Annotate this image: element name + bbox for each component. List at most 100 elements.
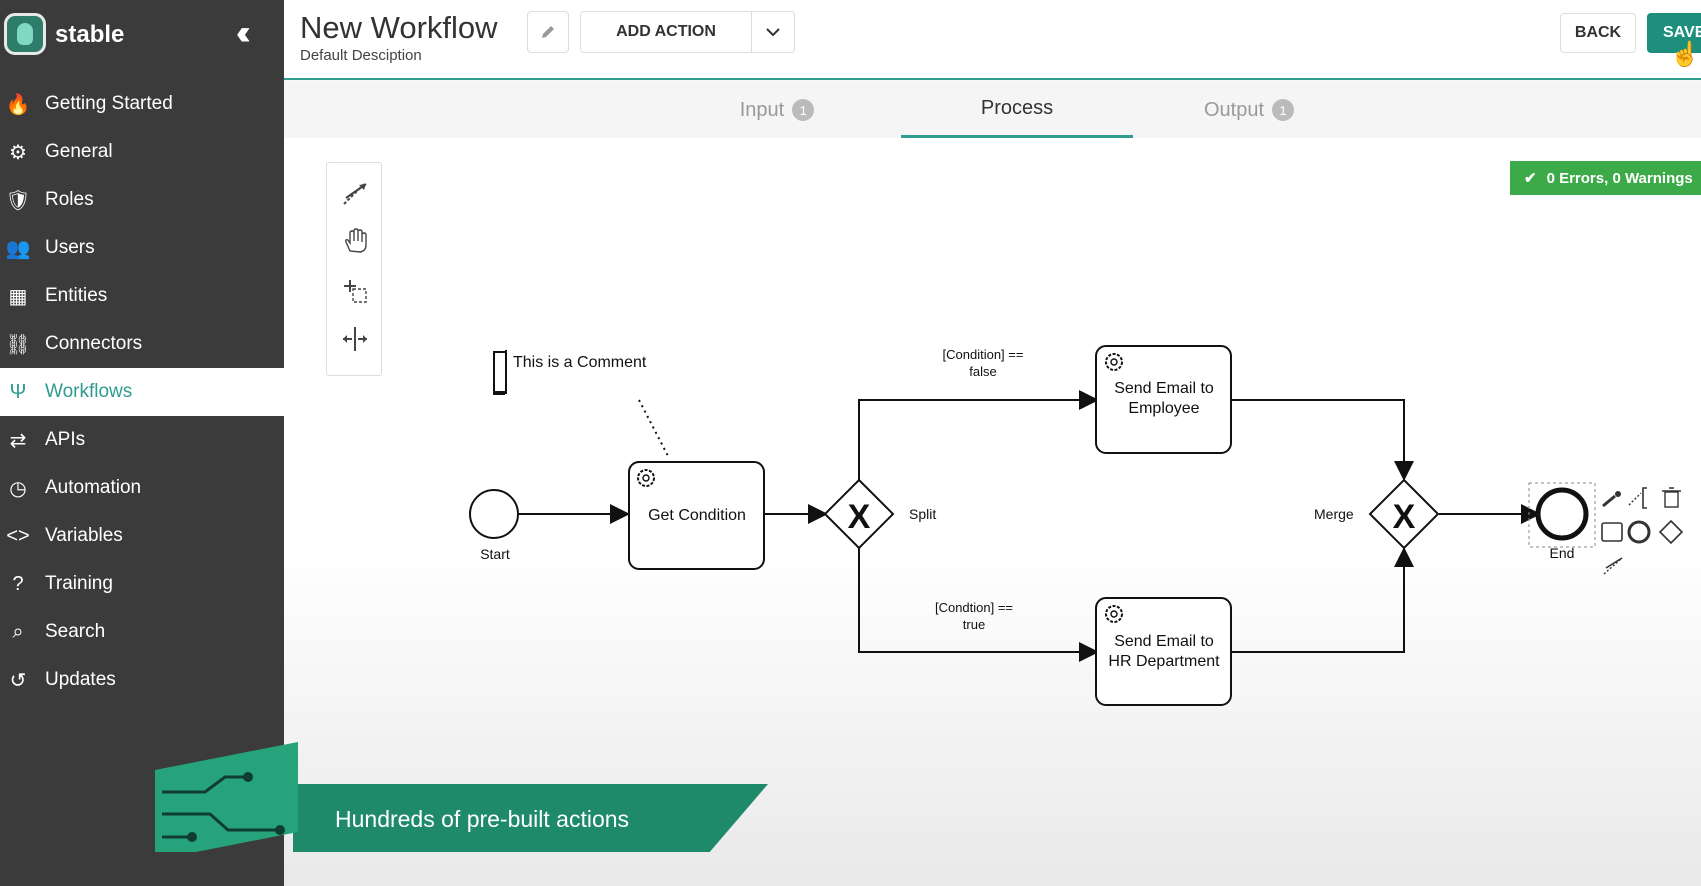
sidebar-item-label: Workflows bbox=[45, 381, 133, 402]
end-label: End bbox=[1550, 545, 1575, 561]
lasso-tool-icon[interactable] bbox=[335, 271, 375, 311]
text-annotation[interactable]: This is a Comment bbox=[493, 350, 669, 457]
sidebar-item-training[interactable]: ? Training bbox=[0, 560, 284, 608]
tab-process[interactable]: Process bbox=[901, 82, 1133, 138]
merge-label: Merge bbox=[1314, 506, 1354, 522]
task-employee-label-2: Employee bbox=[1128, 400, 1199, 417]
banner-ribbon bbox=[293, 784, 768, 852]
context-pad bbox=[1601, 487, 1684, 575]
sidebar-nav: 🔥 Getting Started ⚙General 🛡 Roles 👥 Users ▦Ent… bbox=[0, 80, 284, 704]
end-event[interactable]: End bbox=[1528, 482, 1596, 561]
brand-name: stable bbox=[55, 21, 125, 48]
fire-icon: 🔥 bbox=[5, 93, 31, 116]
check-icon: ✔ bbox=[1524, 170, 1537, 187]
gear-icon bbox=[637, 469, 655, 487]
sidebar-item-label: Connectors bbox=[45, 333, 143, 354]
circuit-logo-icon bbox=[155, 742, 298, 852]
sidebar-item-general[interactable]: ⚙General bbox=[0, 128, 284, 176]
sidebar-item-variables[interactable]: <> Variables bbox=[0, 512, 284, 560]
header: New Workflow Default Desciption ADD ACTI… bbox=[284, 0, 1701, 80]
tab-bar: Input 1 Process Output 1 bbox=[284, 82, 1701, 138]
bpmn-diagram: This is a Comment Start Get Condition X … bbox=[469, 345, 1684, 706]
condition-false-label-1: [Condition] == bbox=[943, 347, 1024, 362]
help-icon: ? bbox=[12, 572, 24, 595]
connect-tool-icon[interactable] bbox=[1603, 557, 1623, 575]
hand-cursor-icon: ☝ bbox=[1670, 41, 1700, 68]
task-send-email-hr[interactable]: Send Email to HR Department bbox=[1095, 597, 1232, 706]
code-icon: <> bbox=[6, 524, 30, 547]
pencil-icon bbox=[542, 26, 554, 38]
sidebar-item-connectors[interactable]: ⛓ Connectors bbox=[0, 320, 284, 368]
sidebar-item-entities[interactable]: ▦Entities bbox=[0, 272, 284, 320]
sidebar-item-label: Search bbox=[45, 621, 106, 642]
sidebar-item-label: Updates bbox=[45, 669, 116, 690]
edit-title-button[interactable] bbox=[527, 11, 569, 53]
append-gateway-icon[interactable] bbox=[1658, 519, 1684, 545]
page-description: Default Desciption bbox=[300, 47, 422, 64]
task-hr-label-1: Send Email to bbox=[1114, 633, 1214, 650]
space-tool-icon[interactable] bbox=[335, 319, 375, 359]
collapse-sidebar-icon[interactable]: ‹‹ bbox=[236, 14, 250, 52]
append-connection-icon[interactable] bbox=[1602, 491, 1621, 508]
shield-icon: 🛡 bbox=[5, 189, 31, 212]
tab-output-badge: 1 bbox=[1272, 99, 1295, 121]
append-task-icon[interactable] bbox=[1601, 522, 1623, 542]
sidebar-item-roles[interactable]: 🛡 Roles bbox=[0, 176, 284, 224]
start-label: Start bbox=[480, 546, 510, 562]
sidebar-item-label: Roles bbox=[45, 189, 94, 210]
back-button[interactable]: BACK bbox=[1560, 13, 1636, 53]
clock-icon: ◷ bbox=[9, 477, 27, 500]
append-annotation-icon[interactable] bbox=[1628, 487, 1647, 509]
split-gateway[interactable]: X Split bbox=[823, 478, 936, 550]
exclusive-x-icon: X bbox=[848, 498, 871, 536]
tab-input[interactable]: Input 1 bbox=[677, 82, 877, 138]
search-icon: ⌕ bbox=[12, 620, 24, 643]
sidebar-item-label: Users bbox=[45, 237, 95, 258]
sidebar-item-apis[interactable]: ⇄APIs bbox=[0, 416, 284, 464]
validation-status-badge[interactable]: ✔ 0 Errors, 0 Warnings bbox=[1510, 161, 1701, 195]
condition-true-label-1: [Condtion] == bbox=[935, 600, 1013, 615]
task-send-email-employee[interactable]: Send Email to Employee bbox=[1095, 345, 1232, 454]
sidebar-item-automation[interactable]: ◷ Automation bbox=[0, 464, 284, 512]
sidebar-item-updates[interactable]: ↺Updates bbox=[0, 656, 284, 704]
sidebar-item-label: Getting Started bbox=[45, 93, 173, 114]
task-get-condition-label: Get Condition bbox=[648, 507, 746, 524]
tab-input-badge: 1 bbox=[792, 99, 815, 121]
tab-input-label: Input bbox=[739, 98, 785, 121]
condition-false-label-2: false bbox=[969, 364, 996, 379]
sidebar-item-users[interactable]: 👥 Users bbox=[0, 224, 284, 272]
sidebar-item-search[interactable]: ⌕ Search bbox=[0, 608, 284, 656]
condition-true-label-2: true bbox=[963, 617, 985, 632]
palette-toolbox bbox=[326, 162, 382, 376]
start-event[interactable]: Start bbox=[469, 489, 519, 562]
gear-icon: ⚙ bbox=[9, 141, 27, 164]
task-get-condition[interactable]: Get Condition bbox=[628, 461, 765, 570]
append-end-event-icon[interactable] bbox=[1627, 520, 1651, 544]
exclusive-x-icon: X bbox=[1393, 498, 1416, 536]
promo-banner: Hundreds of pre-built actions bbox=[155, 742, 768, 852]
add-action-dropdown[interactable] bbox=[751, 11, 795, 53]
sidebar-item-label: Automation bbox=[45, 477, 142, 498]
hand-tool-icon[interactable] bbox=[335, 221, 375, 261]
workflow-canvas[interactable]: ✔ 0 Errors, 0 Warnings This is a Comment… bbox=[284, 138, 1701, 886]
banner-text: Hundreds of pre-built actions bbox=[335, 806, 629, 832]
global-connect-tool-icon[interactable] bbox=[335, 173, 375, 213]
merge-gateway[interactable]: X Merge bbox=[1314, 478, 1440, 550]
validation-status-text: 0 Errors, 0 Warnings bbox=[1546, 169, 1693, 187]
tab-output[interactable]: Output 1 bbox=[1149, 82, 1349, 138]
task-hr-label-2: HR Department bbox=[1108, 653, 1220, 670]
tab-output-label: Output bbox=[1203, 98, 1265, 121]
sidebar-item-label: Variables bbox=[45, 525, 123, 546]
brand[interactable]: stable bbox=[0, 0, 284, 72]
page-title: New Workflow bbox=[300, 10, 498, 45]
users-icon: 👥 bbox=[5, 237, 31, 260]
sidebar-item-label: Training bbox=[45, 573, 113, 594]
sidebar-item-label: Entities bbox=[45, 285, 108, 306]
add-action-button[interactable]: ADD ACTION bbox=[580, 11, 752, 53]
sidebar-item-getting-started[interactable]: 🔥 Getting Started bbox=[0, 80, 284, 128]
trash-icon[interactable] bbox=[1662, 487, 1681, 508]
link-icon: ⛓ bbox=[5, 333, 31, 356]
gear-icon bbox=[1105, 605, 1123, 623]
save-button[interactable]: SAVE bbox=[1647, 13, 1701, 53]
